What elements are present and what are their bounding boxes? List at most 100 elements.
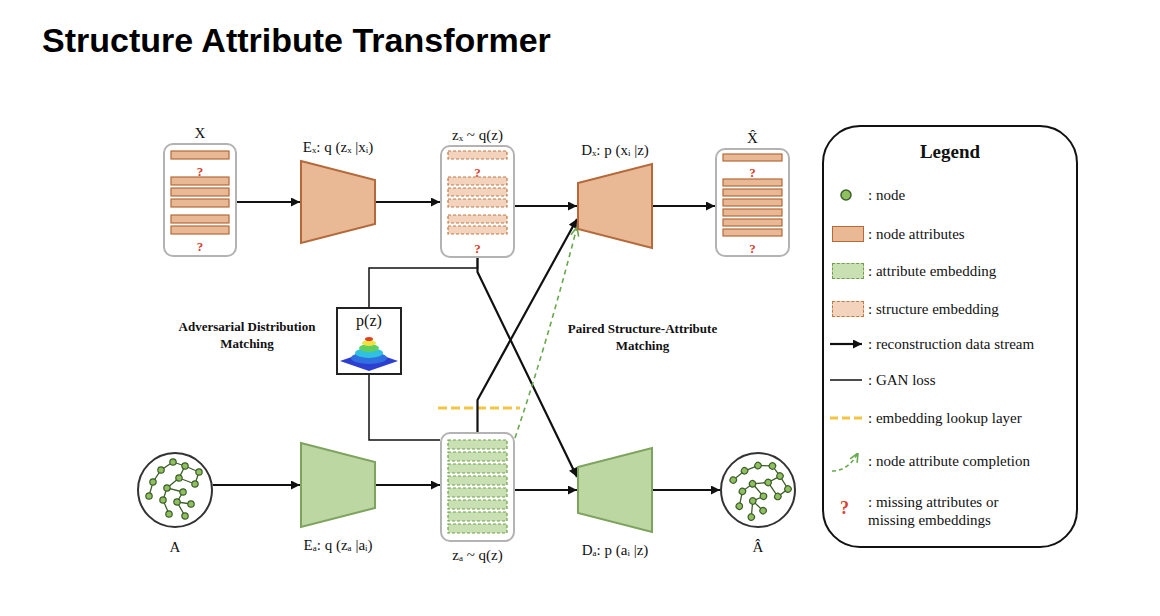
rect-part [448,199,507,207]
graph-circle: A [137,452,213,528]
structure-decoder: Dₐ: p (aᵢ |z) [577,447,653,533]
connector [515,205,577,207]
rect-part [448,476,507,485]
legend-swatch [832,263,864,279]
node-label: X [195,124,206,142]
legend-text: : attribute embedding [868,262,996,280]
legend-text: : GAN loss [868,371,936,389]
legend-node-sample [841,190,851,200]
reconstructed-bars [723,154,782,236]
rect-part [171,188,229,196]
rect-part [723,209,782,216]
annotation: Paired Structure-Attribute Matching [560,320,725,354]
legend-swatch [832,226,864,242]
connector [515,227,577,438]
connector [478,258,578,477]
trapezoid-outline [300,160,376,244]
legend-text: : missing attributes or missing embeddin… [868,493,1038,529]
gaussian-prior [340,337,398,371]
legend-text: : node attributes [868,225,965,243]
missing-mark: ? [474,242,481,255]
connector [369,258,478,307]
rect-part [448,464,507,473]
legend-line-sample [830,379,862,381]
annotation: Adversarial Distribution Matching [172,318,322,352]
rect-part [448,440,507,449]
node-label: Eₐ: q (zₐ |aᵢ) [303,536,372,554]
attribute-matrix: X?? [163,143,237,257]
rect-part [448,215,507,223]
node-label: Dₓ: p (xᵢ |z) [581,141,649,159]
legend-line-sample [830,343,862,345]
attribute-embedding-matrix: zₐ ~ q(z) [440,432,515,542]
rect-part [448,188,507,196]
legend-swatch [832,301,864,317]
reconstructed-attribute-matrix: X̂?? [715,148,790,257]
embedding-lookup-layer [438,407,520,410]
trapezoid-outline [300,442,376,528]
rect-part [723,189,782,196]
missing-mark: ? [197,165,204,178]
legend-text: : reconstruction data stream [868,335,1034,353]
legend-line-sample [830,417,862,420]
rect-part [448,500,507,509]
connector [515,489,577,491]
attribute-embedding-bars [448,440,507,533]
node-label: Eₓ: q (zₓ |xᵢ) [303,138,373,156]
legend-text: : structure embedding [868,300,999,318]
trapezoid-outline [577,447,653,533]
legend-box: Legend : node : node attributes : attribute… [822,125,1078,548]
trapezoid-shape [578,164,652,248]
legend-text: : node attribute completion [868,452,1030,470]
legend-text: : node [868,186,905,204]
rect-part [448,226,507,234]
missing-mark: ? [197,240,204,253]
rect-part [723,219,782,226]
rect-part [171,151,229,159]
rect-part [171,215,229,223]
rect-part [723,229,782,236]
trapezoid-shape [301,161,375,243]
structure-embedding-matrix: zₓ ~ q(z)?? [440,145,515,258]
rect-part [448,488,507,497]
rect-part [448,151,507,159]
legend-text: : embedding lookup layer [868,409,1022,427]
node-label: Dₐ: p (aᵢ |z) [582,541,649,559]
attribute-decoder: Dₓ: p (xᵢ |z) [577,163,653,249]
attribute-bars [171,151,229,234]
missing-mark: ? [749,242,756,255]
structure-encoder: Eₐ: q (zₐ |aᵢ) [300,442,376,528]
connector [376,201,440,203]
prior-label: p(z) [356,312,382,330]
input-graph [146,459,202,519]
trapezoid-outline [577,163,653,249]
node-label: zₐ ~ q(z) [452,546,503,564]
missing-mark: ? [749,166,756,179]
connector [653,489,720,491]
rect-part [171,226,229,234]
reconstructed-graph [717,448,798,530]
connector [376,484,440,486]
rect-part [448,524,507,533]
ellipse-part [365,337,373,341]
node-label: Â [753,538,764,556]
attribute-encoder: Eₓ: q (zₓ |xᵢ) [300,160,376,244]
connector [213,484,300,486]
structure-embedding-bars [448,151,507,234]
rect-part [448,452,507,461]
rect-part [723,199,782,206]
legend-title: Legend [920,141,980,163]
rect-part [723,179,782,186]
connector [653,205,715,207]
legend-missing-mark: ? [840,498,856,518]
reconstructed-graph-circle: Â [720,452,796,528]
node-label: A [170,538,181,556]
rect-part [723,154,782,161]
trapezoid-shape [301,443,375,527]
rect-part [448,512,507,521]
node-label: X̂ [747,129,758,147]
connector [237,201,300,203]
diagram-title: Structure Attribute Transformer [42,20,551,60]
missing-mark: ? [474,166,481,179]
